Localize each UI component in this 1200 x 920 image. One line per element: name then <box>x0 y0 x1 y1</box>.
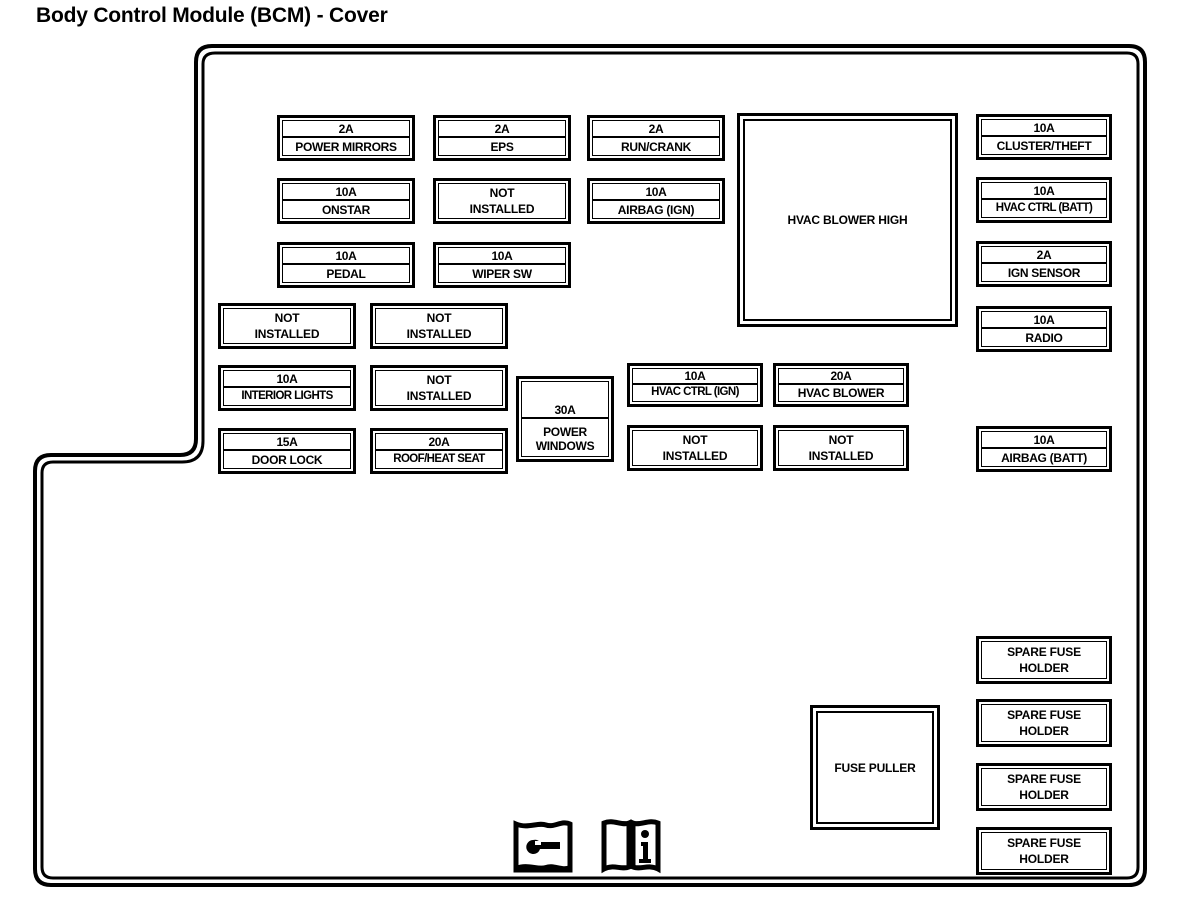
fuse-circuit-label: WIPER SW <box>472 266 532 281</box>
box-label: FUSE PULLER <box>816 711 934 824</box>
fuse-circuit-label: POWER MIRRORS <box>295 139 397 154</box>
fuse-amp-rating: 10A <box>283 184 409 201</box>
fuse-amp-rating: 2A <box>283 121 409 138</box>
fuse-circuit-label: PEDAL <box>326 266 366 281</box>
fuse-circuit-label: AIRBAG (IGN) <box>617 202 695 217</box>
owner-manual-info-icon <box>600 815 662 875</box>
box-fuse-puller[interactable]: FUSE PULLER <box>810 705 940 830</box>
fuse-circuit-label: HVAC CTRL (BATT) <box>995 201 1093 214</box>
fuse-amp-rating: 10A <box>439 248 565 265</box>
fuse-circuit-label: EPS <box>490 139 514 154</box>
fuse-amp-rating: 10A <box>224 371 350 388</box>
fuse-circuit-label: RUN/CRANK <box>621 139 691 154</box>
fuse-amp-rating: 20A <box>376 434 502 451</box>
fuse-amp-rating: 15A <box>224 434 350 451</box>
service-manual-wrench-icon <box>512 818 574 874</box>
fuse-circuit-label: AIRBAG (BATT) <box>1001 450 1087 465</box>
page-title: Body Control Module (BCM) - Cover <box>36 4 388 27</box>
fuse-amp-rating: 10A <box>982 312 1106 329</box>
fuse-circuit-label: HVAC BLOWER <box>797 386 885 400</box>
fuse-amp-rating: 10A <box>982 432 1106 449</box>
fuse-circuit-label: INTERIOR LIGHTS <box>241 389 333 402</box>
fuse-amp-rating: 10A <box>283 248 409 265</box>
box-hvac-blower-high[interactable]: HVAC BLOWER HIGH <box>737 113 958 327</box>
fuse-circuit-label: IGN SENSOR <box>1007 265 1081 280</box>
fuse-circuit-label: DOOR LOCK <box>251 452 323 467</box>
fuse-amp-rating: 10A <box>593 184 719 201</box>
fuse-amp-rating: 2A <box>593 121 719 138</box>
fuse-amp-rating: 2A <box>982 247 1106 264</box>
fuse-amp-rating: 2A <box>439 121 565 138</box>
fuse-circuit-label: HVAC CTRL (IGN) <box>651 386 739 399</box>
fuse-circuit-label: CLUSTER/THEFT <box>996 138 1092 153</box>
fuse-circuit-label: RADIO <box>1025 330 1063 345</box>
fuse-amp-rating: 30A <box>522 382 608 419</box>
fuse-amp-rating: 10A <box>982 183 1106 200</box>
fuse-amp-rating: 20A <box>779 369 903 385</box>
box-label: HVAC BLOWER HIGH <box>743 119 952 321</box>
fuse-circuit-label: ROOF/HEAT SEAT <box>393 452 485 465</box>
fuse-amp-rating: 10A <box>982 120 1106 137</box>
fuse-amp-rating: 10A <box>633 369 757 385</box>
fuse-circuit-label: ONSTAR <box>322 202 370 217</box>
